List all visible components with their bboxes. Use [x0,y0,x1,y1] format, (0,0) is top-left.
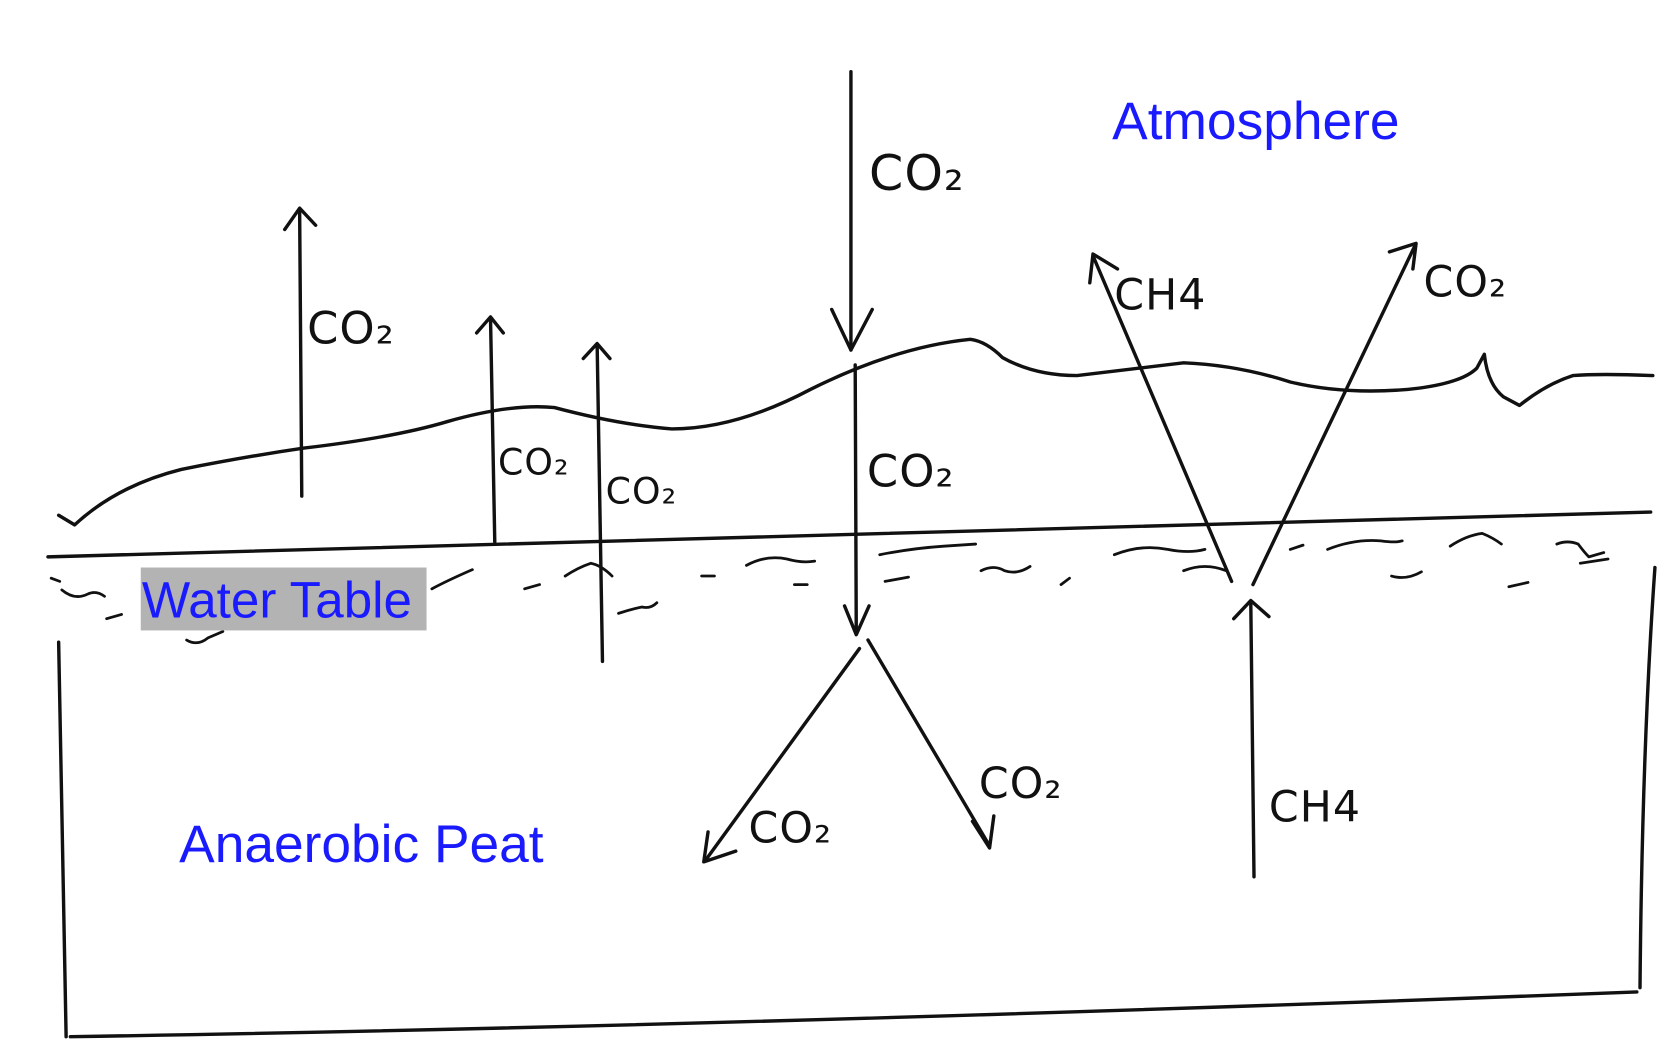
flux-arrow-ch4-up-peat [1232,598,1271,879]
water-ripple [745,556,817,567]
water-ripple [1059,576,1071,586]
water-ripple [49,576,62,583]
flux-label: CO₂ [1424,258,1508,308]
arrow-shaft [853,363,858,634]
water-ripple [1507,581,1530,589]
water-ripple [1448,532,1503,548]
arrow-head [1232,598,1271,621]
flux-label: CO₂ [869,144,965,202]
flux-arrow-ch4-up-left [1088,252,1234,584]
water-ripple [523,583,541,591]
water-table-line [46,510,1653,559]
flux-arrow-co2-up-3 [581,341,612,664]
anaerobic-peat-label: Anaerobic Peat [179,815,544,874]
peat-box-left-edge [56,640,68,1039]
arrow-shaft [704,646,862,862]
water-table-label: Water Table [142,572,412,629]
water-ripple [883,575,910,583]
flux-arrow-co2-down-right [866,638,996,850]
arrow-shaft [1251,243,1417,587]
arrow-head [830,307,874,352]
water-ripple [1326,539,1404,551]
water-ripple [430,568,474,591]
arrow-shaft [1249,602,1256,879]
flux-label: CO₂ [979,759,1063,809]
arrow-head [970,814,996,850]
water-ripple [1555,540,1606,559]
arrow-head [474,315,506,335]
arrow-shaft [866,638,992,848]
peat-layer-box [56,565,1657,1039]
water-table-highlight [140,567,427,631]
water-ripple [1112,546,1207,557]
arrow-head [581,341,612,361]
flux-arrow-co2-up-1 [283,206,318,498]
water-ripple [105,613,123,621]
water-ripples [49,532,1610,645]
water-ripple [878,542,978,557]
water-ripple [1288,543,1305,551]
water-ripple [563,561,614,578]
arrow-head [842,604,871,637]
peat-box-bottom-edge [68,990,1639,1039]
ground-surface-line [56,337,1655,527]
flux-arrow-co2-down-atmosphere [830,69,874,352]
water-ripple [1390,570,1423,579]
flux-label: CO₂ [606,470,678,513]
water-ripple [979,565,1032,574]
arrow-shaft [297,208,304,498]
atmosphere-label: Atmosphere [1112,92,1399,151]
flux-label: CO₂ [498,441,570,484]
arrow-head [283,206,318,232]
flux-arrow-co2-up-2 [474,315,506,544]
arrow-shaft [488,316,497,544]
flux-arrow-co2-down-soil [842,363,871,637]
water-ripple [617,601,659,615]
flux-label: CO₂ [749,804,833,854]
arrow-shaft [1092,256,1234,584]
flux-label: CH4 [1269,782,1361,832]
water-ripple [60,588,106,598]
flux-label: CH4 [1114,270,1206,320]
flux-arrow-co2-up-right [1251,241,1418,587]
water-ripple [1578,557,1610,565]
flux-arrow-co2-down-left [702,646,862,864]
flux-label: CO₂ [867,444,955,497]
arrow-head [702,830,738,864]
water-ripple [185,630,225,645]
water-ripple [1182,565,1228,573]
flux-label: CO₂ [307,302,395,355]
arrow-shaft [595,342,605,664]
arrow-head [1387,241,1418,271]
arrow-head [1088,252,1120,285]
peat-box-right-edge [1638,565,1657,990]
